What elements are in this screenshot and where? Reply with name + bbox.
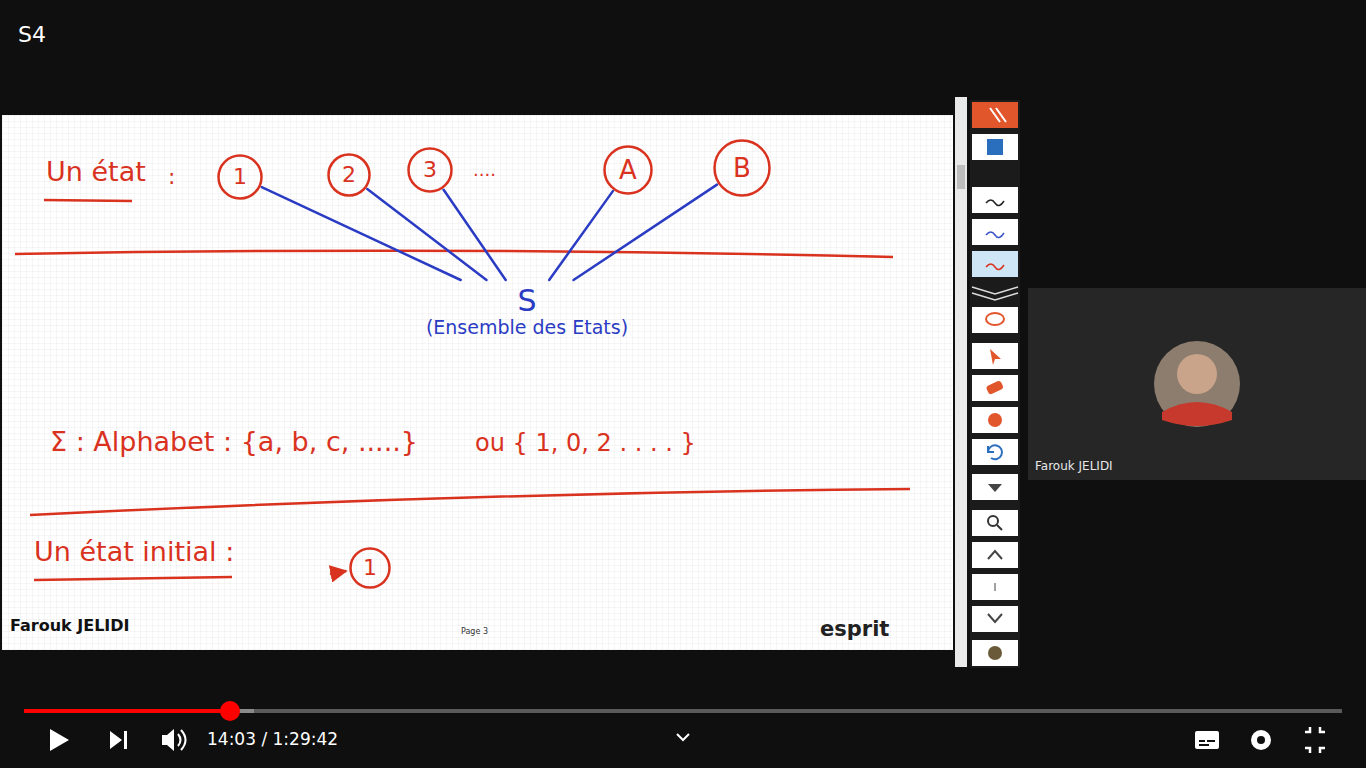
connector-line: [367, 189, 486, 280]
chapter-chevron: [677, 734, 689, 740]
node-text: A: [619, 156, 637, 185]
participant-name: Farouk JELIDI: [1035, 460, 1113, 474]
section-heading: Un état: [46, 156, 146, 187]
time-display: 14:03 / 1:29:42: [207, 730, 338, 750]
state-circle: 3: [407, 147, 453, 193]
progress-thumb: [220, 701, 240, 721]
node-text: 1: [363, 556, 377, 580]
state-circle: A: [603, 145, 653, 195]
play-icon: [50, 729, 69, 751]
webcam-panel: [1028, 288, 1366, 480]
state-circle: 2: [327, 153, 371, 197]
progress-played: [24, 709, 230, 713]
state-circle: B: [713, 139, 771, 197]
connector-line: [549, 191, 613, 280]
underline: [34, 577, 232, 580]
alphabet-alternative: ou { 1, 0, 2 . . . . }: [475, 430, 696, 458]
node-text: 2: [342, 163, 356, 187]
ellipsis: ....: [473, 160, 496, 181]
separator-line: [30, 489, 910, 515]
initial-state-circle: 1: [349, 547, 391, 589]
initial-arrow: [330, 571, 346, 574]
author-name: Farouk JELIDI: [10, 617, 130, 635]
scrollbar: [955, 97, 967, 667]
settings-icon: [1251, 730, 1271, 750]
video-title: S4: [18, 22, 46, 47]
node-text: B: [733, 154, 751, 183]
node-subtext: (Ensemble des Etats): [426, 317, 628, 338]
state-circle: 1: [217, 154, 263, 200]
scroll-thumb: [957, 165, 965, 189]
node-text: S: [517, 284, 536, 317]
node-text: 3: [423, 158, 437, 182]
toolbar: [970, 100, 1020, 668]
node-text: 1: [233, 165, 247, 189]
pen-glyph: [990, 108, 1006, 122]
volume-icon: [162, 729, 174, 751]
connector-line: [574, 185, 717, 280]
state-set: S(Ensemble des Etats): [420, 280, 634, 342]
subtitles-icon: [1195, 731, 1219, 749]
pen-tool: [972, 102, 1018, 128]
save-icon: [987, 139, 1003, 155]
next-icon: [110, 731, 127, 749]
tool-buttons: [972, 134, 1018, 666]
whiteboard: [2, 115, 953, 650]
brand-logo: esprit: [820, 617, 889, 641]
colon: :: [168, 164, 175, 189]
fullscreen-icon: [1305, 727, 1325, 753]
webcam-avatar: [1154, 341, 1240, 427]
section-heading: Un état initial :: [34, 536, 234, 567]
alphabet-definition: Σ : Alphabet : {a, b, c, .....}: [50, 426, 418, 457]
connector-line: [444, 190, 506, 280]
connector-line: [262, 187, 461, 280]
underline: [44, 200, 132, 201]
page-number: Page 3: [461, 627, 488, 636]
